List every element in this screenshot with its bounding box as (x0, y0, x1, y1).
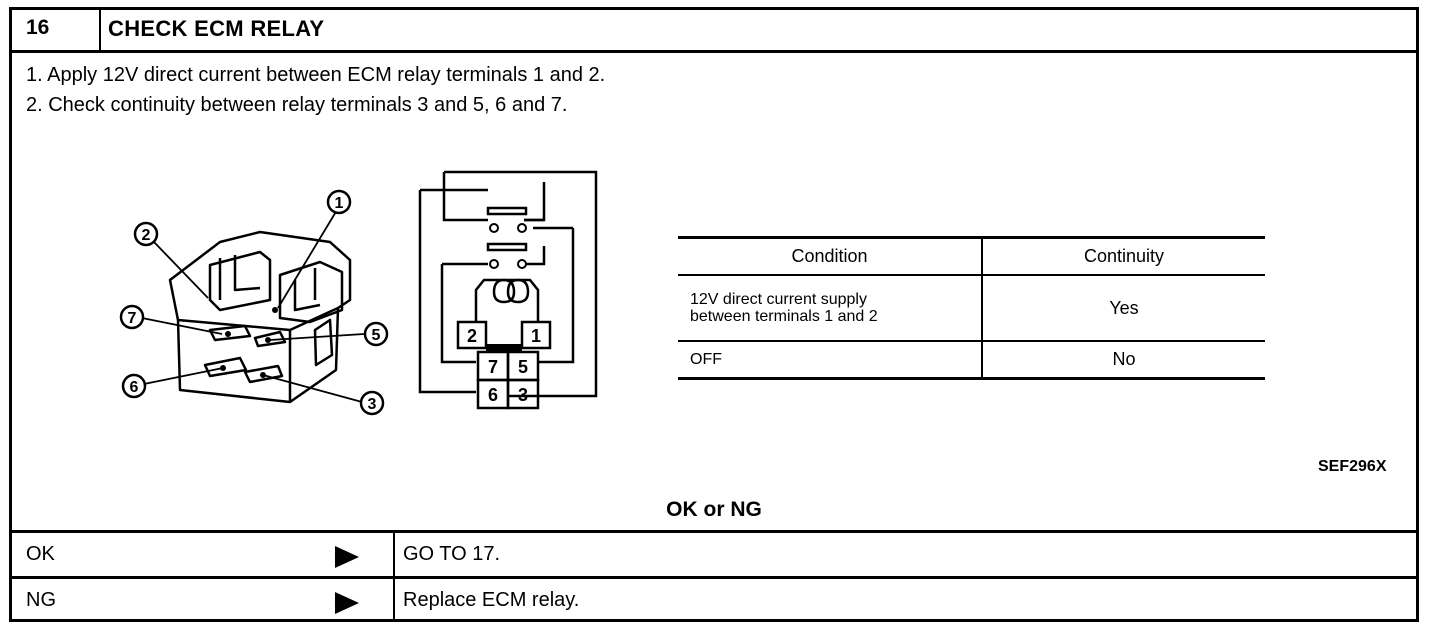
instruction-1: 1. Apply 12V direct current between ECM … (26, 64, 606, 86)
continuity-table: Condition Continuity 12V direct current … (678, 236, 1265, 380)
condition-line: 12V direct current supply (690, 291, 867, 308)
callout-5: 5 (372, 327, 381, 344)
terminal-box-5: 5 (518, 357, 528, 377)
callout-7: 7 (128, 310, 137, 327)
results-top-divider (9, 530, 1419, 533)
callout-1: 1 (335, 195, 344, 212)
results-mid-divider (9, 576, 1419, 579)
header-condition: Condition (678, 236, 983, 276)
continuity-cell: No (982, 341, 1265, 380)
header-divider (9, 50, 1419, 53)
callout-3: 3 (368, 396, 377, 413)
condition-line: between terminals 1 and 2 (690, 308, 878, 325)
continuity-cell: Yes (982, 275, 1265, 342)
result-action-ok: GO TO 17. (403, 543, 501, 565)
right-triangle-arrow-icon (335, 546, 359, 568)
relay-perspective-drawing: 1 2 7 5 6 3 (119, 189, 389, 416)
callout-2: 2 (142, 227, 151, 244)
results-column-divider (393, 530, 395, 622)
procedure-frame (9, 7, 1419, 622)
result-action-ng: Replace ECM relay. (403, 589, 580, 611)
terminal-box-7: 7 (488, 357, 498, 377)
header-column-divider (99, 7, 101, 52)
figure-id: SEF296X (1318, 458, 1387, 475)
table-row: 12V direct current supply between termin… (678, 275, 1265, 342)
terminal-box-6: 6 (488, 385, 498, 405)
step-title: CHECK ECM RELAY (108, 16, 325, 41)
terminal-box-2: 2 (467, 326, 477, 346)
terminal-box-3: 3 (518, 385, 528, 405)
result-heading: OK or NG (666, 498, 762, 521)
callout-6: 6 (130, 379, 139, 396)
condition-cell: 12V direct current supply between termin… (678, 275, 983, 342)
instruction-2: 2. Check continuity between relay termin… (26, 94, 568, 116)
result-label-ok: OK (26, 543, 55, 565)
relay-circuit-diagram: 2 1 7 5 6 3 (418, 170, 598, 410)
right-triangle-arrow-icon (335, 592, 359, 614)
result-label-ng: NG (26, 589, 56, 611)
condition-cell: OFF (678, 341, 983, 380)
table-row: OFF No (678, 341, 1265, 380)
header-continuity: Continuity (982, 236, 1265, 276)
step-number: 16 (26, 16, 50, 39)
terminal-box-1: 1 (531, 326, 541, 346)
